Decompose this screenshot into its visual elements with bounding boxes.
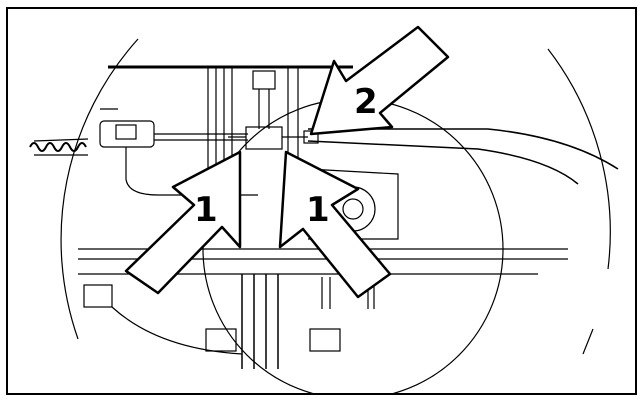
left-bracket-bolt (115, 124, 137, 140)
center-nut (245, 126, 283, 150)
outer-arc-tick (582, 328, 594, 355)
bottom-rods (241, 274, 279, 369)
callout-label-2: 2 (354, 82, 378, 122)
bottom-cable (111, 306, 243, 355)
technical-drawing: 1 1 2 (29, 25, 619, 393)
threaded-stud (321, 277, 331, 309)
arrow-1-left (124, 150, 242, 295)
top-nut (252, 70, 276, 90)
callout-label-1-left: 1 (194, 190, 218, 230)
outer-arc-right (547, 48, 611, 270)
spring (29, 142, 87, 152)
left-housing (125, 147, 258, 196)
outer-arc-left (60, 38, 139, 340)
bolt-right (309, 328, 341, 352)
bolt-left (83, 284, 113, 308)
arrow-2 (309, 25, 450, 136)
arrow-1-right (278, 150, 392, 299)
callout-label-1-right: 1 (306, 190, 330, 230)
cable-top (308, 128, 619, 170)
adjuster-rod (258, 89, 270, 129)
pulley-hub (342, 198, 364, 220)
cable-bottom (307, 140, 579, 185)
callout-arrows (124, 25, 450, 299)
spring-body (33, 138, 89, 156)
diagram-frame: 1 1 2 (6, 7, 637, 395)
hatch-lines-top (207, 67, 299, 189)
bolt-center (205, 328, 237, 352)
